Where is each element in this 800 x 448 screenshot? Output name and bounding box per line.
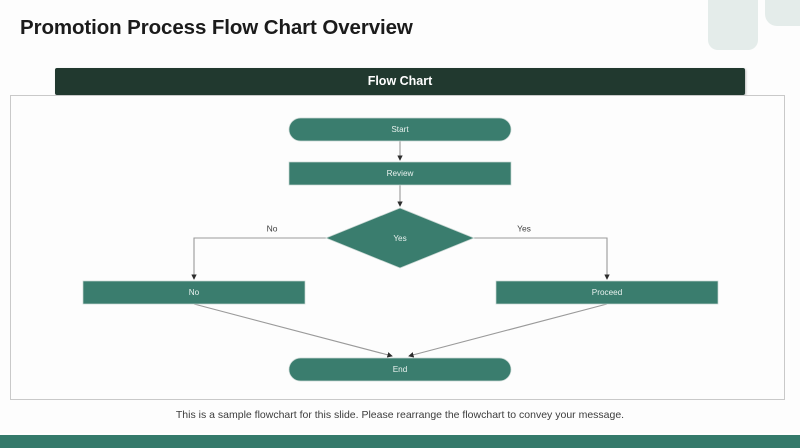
flow-chart-header-label: Flow Chart	[367, 74, 433, 88]
deco-rounded-small-shape	[765, 0, 800, 26]
bottom-bar	[0, 435, 800, 448]
flow-chart-panel	[10, 95, 785, 400]
footer-note: This is a sample flowchart for this slid…	[175, 409, 625, 421]
flow-chart-header-bar: Flow Chart	[55, 68, 745, 95]
page-title: Promotion Process Flow Chart Overview	[20, 16, 413, 39]
deco-rounded-tall-shape	[708, 0, 758, 50]
bottom-bar-accent	[0, 433, 800, 435]
